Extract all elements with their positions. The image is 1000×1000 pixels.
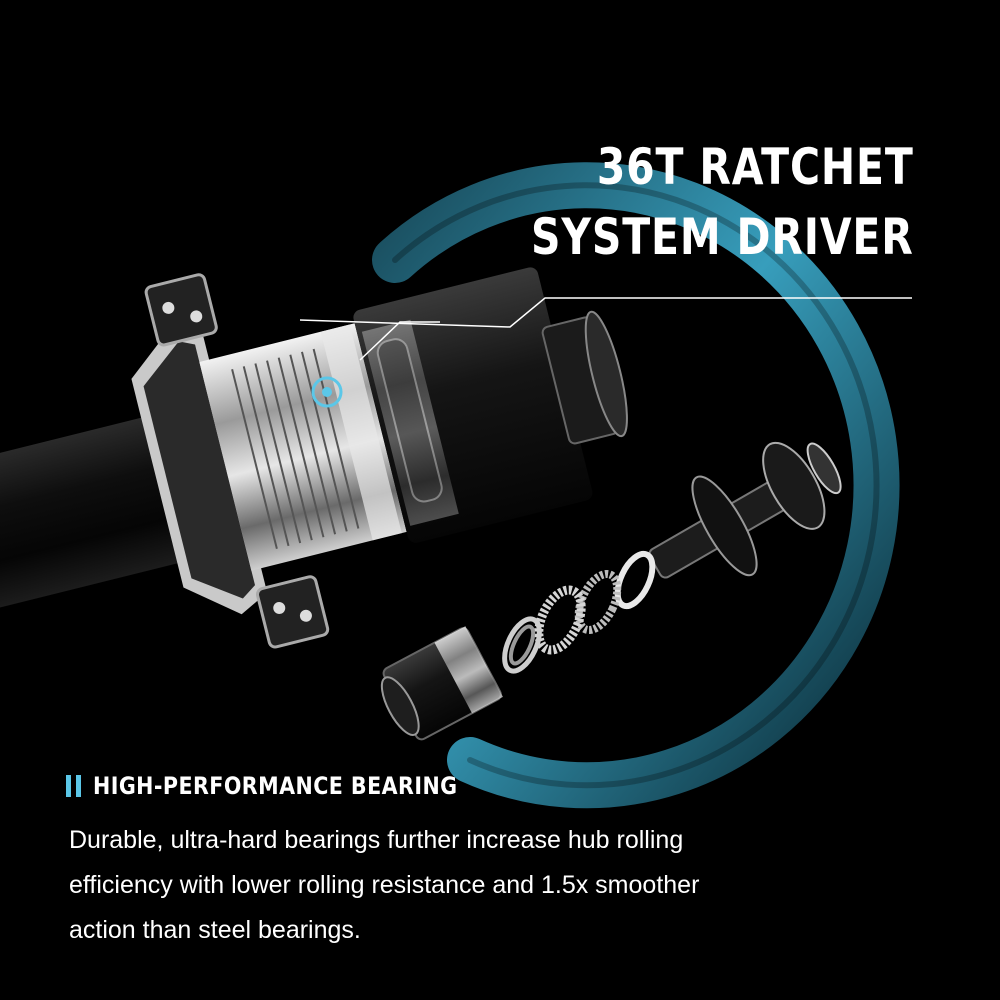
feature-description: Durable, ultra-hard bearings further inc…: [69, 818, 829, 953]
highlight-marker: [311, 376, 343, 408]
exploded-parts: [380, 441, 842, 741]
description-line-2: efficiency with lower rolling resistance…: [69, 871, 700, 899]
description-line-1: Durable, ultra-hard bearings further inc…: [69, 826, 684, 854]
description-line-3: action than steel bearings.: [69, 916, 361, 944]
title-line-1: 36T RATCHET: [597, 138, 914, 196]
section-title: HIGH-PERFORMANCE BEARING: [93, 772, 458, 800]
callout-line: [299, 297, 912, 361]
hub-cutaway: [0, 267, 628, 649]
feature-title: 36T RATCHET SYSTEM DRIVER: [531, 132, 914, 272]
title-line-2: SYSTEM DRIVER: [531, 208, 914, 266]
section-heading: HIGH-PERFORMANCE BEARING: [66, 770, 517, 802]
accent-ring: [372, 162, 900, 809]
flange-ear-top: [144, 273, 218, 347]
flange-ear-bottom: [255, 575, 330, 649]
double-bar-marker-icon: [66, 775, 81, 797]
